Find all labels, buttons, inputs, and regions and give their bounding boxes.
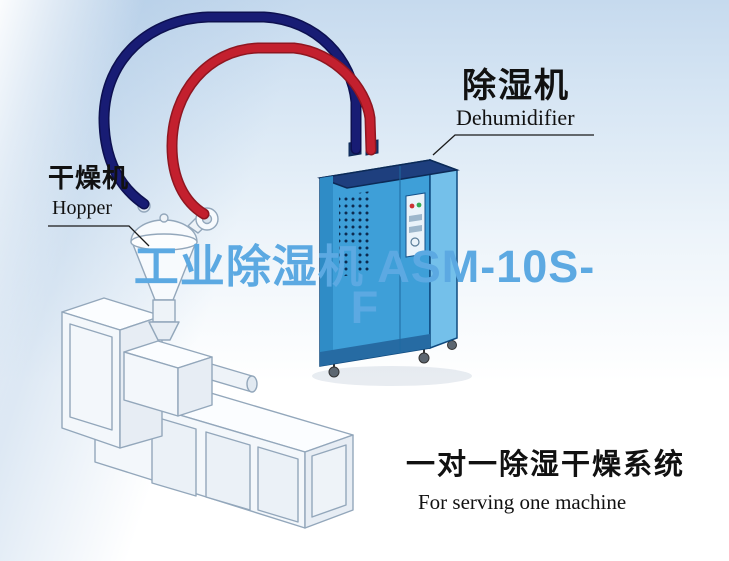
pointer-lines bbox=[48, 134, 594, 247]
hose-red bbox=[166, 42, 377, 220]
hopper-pointer-line bbox=[48, 225, 150, 247]
control-panel bbox=[405, 192, 426, 258]
caption-cn: 一对一除湿干燥系统 bbox=[406, 449, 686, 481]
hopper-label-cn: 干燥机 bbox=[48, 163, 130, 193]
hopper-illustration bbox=[130, 199, 219, 341]
hopper-label-en: Hopper bbox=[52, 197, 112, 219]
dehumidifier-illustration bbox=[312, 139, 472, 386]
dehumidifier-pointer-line bbox=[432, 134, 594, 156]
hose-navy bbox=[98, 11, 362, 210]
caption-en: For serving one machine bbox=[418, 490, 627, 514]
caster-wheels bbox=[328, 340, 457, 378]
watermark-title-line2: F bbox=[350, 282, 379, 333]
dehumidifier-label-en: Dehumidifier bbox=[456, 105, 575, 130]
dehumidifier-label-cn: 除湿机 bbox=[462, 67, 570, 105]
vent-grille bbox=[339, 191, 371, 277]
molding-machine-illustration bbox=[61, 297, 354, 529]
watermark-title-line1: 工业除湿机 ASM-10S- bbox=[133, 241, 596, 292]
